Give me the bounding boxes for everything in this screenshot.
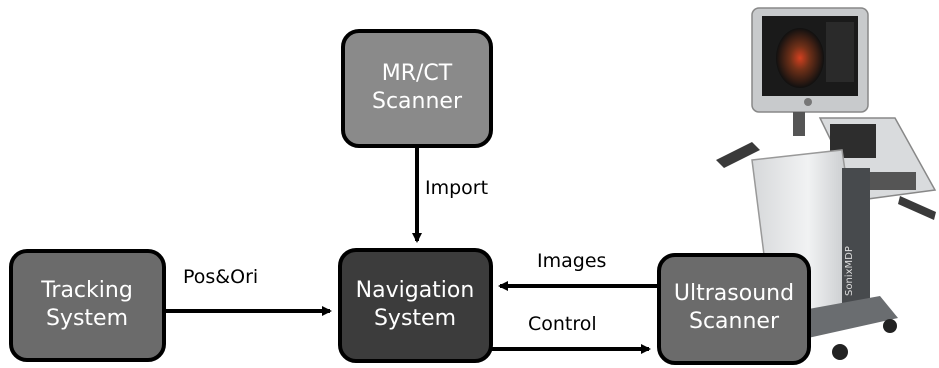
mrct-label-line2: Scanner — [372, 89, 463, 114]
navigation-label-line1: Navigation — [356, 278, 475, 303]
import-label: Import — [425, 177, 488, 199]
tracking-label-line1: Tracking — [40, 278, 133, 303]
node-ultrasound-scanner: Ultrasound Scanner — [657, 253, 811, 365]
navigation-label-line2: System — [374, 306, 456, 331]
node-tracking-system: Tracking System — [9, 249, 166, 362]
mrct-label-line1: MR/CT — [382, 61, 453, 86]
ultrasound-label-line1: Ultrasound — [674, 281, 794, 306]
node-navigation-system: Navigation System — [338, 248, 493, 363]
ultrasound-label-line2: Scanner — [689, 309, 780, 334]
images-label: Images — [537, 250, 606, 272]
control-label: Control — [528, 313, 597, 335]
tracking-label-line2: System — [46, 306, 128, 331]
node-mrct-scanner: MR/CT Scanner — [341, 29, 493, 148]
brand-label: SonixMDP — [844, 246, 855, 296]
pos-ori-label: Pos&Ori — [183, 266, 258, 288]
